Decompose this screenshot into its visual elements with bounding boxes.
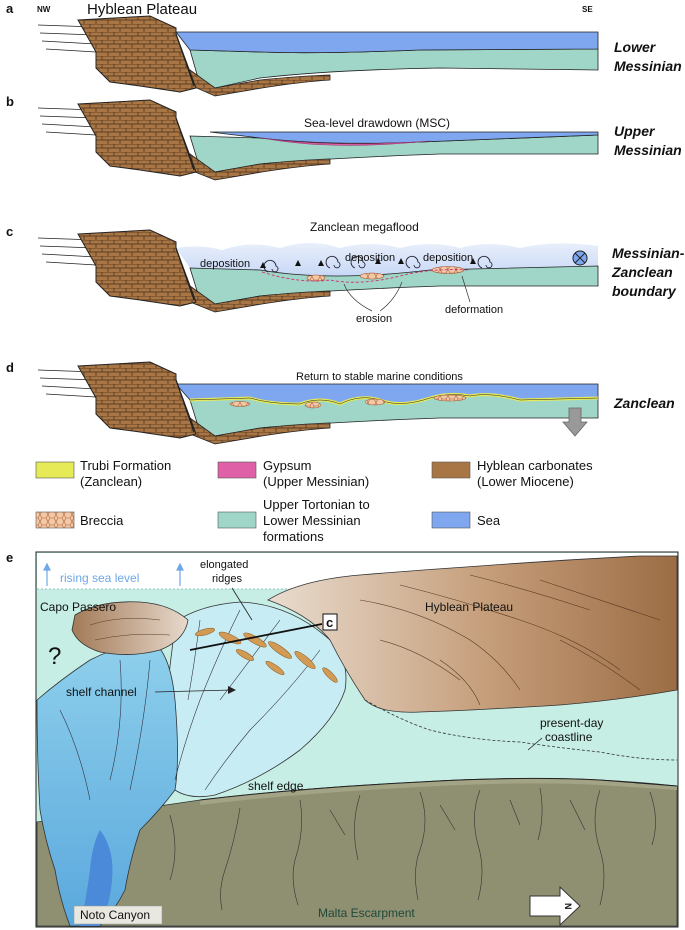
legend-tortonian-1: Upper Tortonian to (263, 497, 370, 512)
label-deformation: deformation (445, 304, 503, 316)
panel-c-epoch-3: boundary (612, 283, 677, 299)
legend-swatch-breccia (35, 511, 75, 529)
section-c-label: c (326, 615, 333, 630)
legend-swatch-carbonates (431, 461, 471, 479)
plateau-label: Hyblean Plateau (425, 600, 513, 614)
shelf-channel-label: shelf channel (66, 685, 137, 699)
panel-e-letter: e (6, 550, 13, 565)
legend-breccia: Breccia (80, 513, 124, 528)
subsidence-arrow-icon (562, 407, 588, 437)
panel-d-epoch: Zanclean (613, 395, 675, 411)
question-mark: ? (48, 643, 61, 670)
compass-se: SE (582, 5, 593, 14)
coastline-label-1: present-day (540, 716, 603, 730)
panel-d-caption: Return to stable marine conditions (296, 371, 463, 383)
legend-sea: Sea (477, 513, 501, 528)
panel-a-epoch-1: Lower (614, 39, 657, 55)
legend-swatch-tortonian (217, 511, 257, 529)
panel-b-epoch-2: Messinian (614, 142, 682, 158)
noto-canyon-label: Noto Canyon (80, 908, 150, 922)
label-deposition-1: deposition (200, 258, 250, 270)
panel-d: d Return to stable marine conditions Zan… (6, 360, 675, 445)
plateau-title: Hyblean Plateau (87, 1, 197, 18)
panel-c-epoch-2: Zanclean (611, 264, 673, 280)
legend-swatch-sea (431, 511, 471, 529)
malta-escarpment-label: Malta Escarpment (318, 906, 415, 920)
panel-b-letter: b (6, 94, 14, 109)
panel-b-caption: Sea-level drawdown (MSC) (304, 116, 450, 130)
rising-sea-level-label: rising sea level (60, 571, 139, 585)
panel-e: e (6, 550, 679, 928)
legend-tortonian-2: Lower Messinian (263, 513, 361, 528)
panel-d-letter: d (6, 360, 14, 375)
legend-gypsum-1: Gypsum (263, 458, 311, 473)
panel-a: a NW Hyblean Plateau SE Lower Messinian (6, 1, 682, 97)
legend-trubi-1: Trubi Formation (80, 458, 171, 473)
ridges-label-2: ridges (212, 573, 242, 585)
legend-trubi-2: (Zanclean) (80, 474, 142, 489)
panel-b: b Sea-level drawdown (MSC) Upper Messini… (6, 94, 682, 181)
capo-passero-label: Capo Passero (40, 600, 116, 614)
legend-swatch-gypsum (217, 461, 257, 479)
panel-c-caption: Zanclean megaflood (310, 220, 419, 234)
ridges-label-1: elongated (200, 559, 248, 571)
shelf-edge-label: shelf edge (248, 779, 304, 793)
panel-a-letter: a (6, 1, 14, 16)
legend-carbonates-1: Hyblean carbonates (477, 458, 593, 473)
north-label: N (563, 903, 573, 910)
panel-c: c Zanclean megaflood deposition (6, 220, 685, 325)
panel-c-letter: c (6, 224, 13, 239)
label-deposition-3: deposition (423, 252, 473, 264)
panel-b-epoch-1: Upper (614, 123, 656, 139)
legend-carbonates-2: (Lower Miocene) (477, 474, 574, 489)
legend-gypsum-2: (Upper Messinian) (263, 474, 369, 489)
compass-nw: NW (37, 5, 51, 14)
panel-c-epoch-1: Messinian- (612, 245, 685, 261)
label-deposition-2: deposition (345, 252, 395, 264)
north-arrow-icon (529, 885, 581, 927)
legend-tortonian-3: formations (263, 529, 324, 544)
legend-swatch-trubi (35, 461, 75, 479)
legend: Trubi Formation (Zanclean) Gypsum (Upper… (35, 458, 593, 544)
coastline-label-2: coastline (545, 730, 593, 744)
panel-a-epoch-2: Messinian (614, 58, 682, 74)
label-erosion: erosion (356, 313, 392, 325)
